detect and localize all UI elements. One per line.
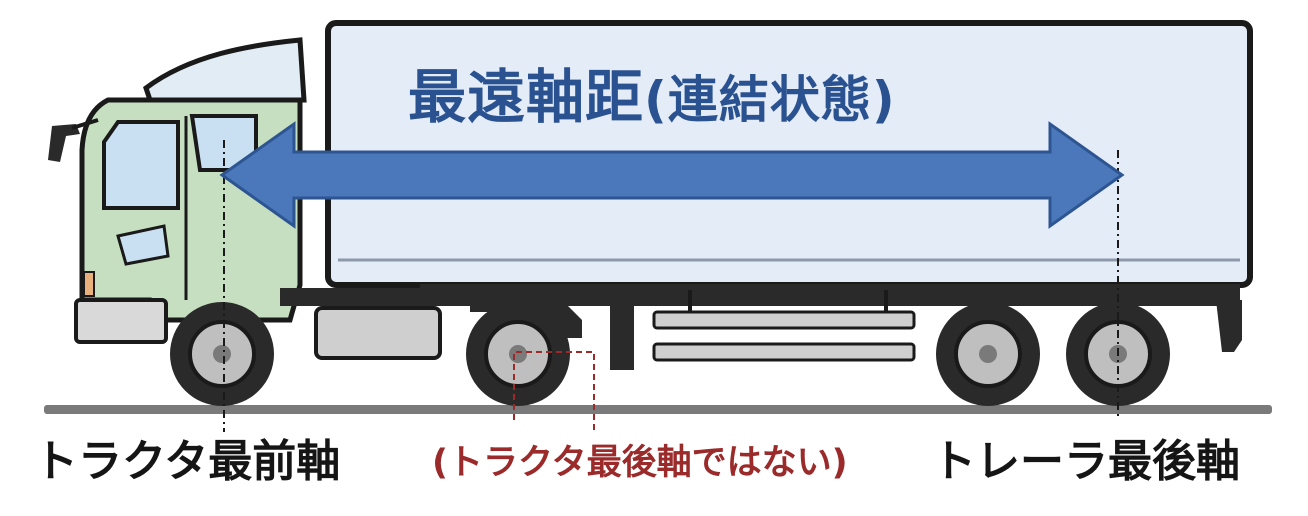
wheel-tractor-rear bbox=[466, 302, 570, 406]
title-sub: (連結状態) bbox=[644, 71, 896, 129]
wheel-tractor-front bbox=[170, 302, 274, 406]
title-main: 最遠軸距 bbox=[408, 63, 645, 131]
mirror-icon bbox=[48, 124, 80, 162]
label-tractor-front-axle: トラクタ最前軸 bbox=[34, 436, 341, 487]
side-guard-lower bbox=[652, 342, 916, 362]
mirror-arm bbox=[71, 118, 99, 130]
roof-fairing bbox=[143, 37, 307, 103]
windshield bbox=[102, 120, 180, 210]
marker-lamp bbox=[83, 271, 95, 297]
label-trailer-rear-axle: トレーラ最後軸 bbox=[932, 436, 1240, 487]
front-bumper bbox=[74, 298, 168, 344]
ground-line bbox=[44, 405, 1272, 414]
side-guard-upper bbox=[652, 310, 916, 330]
landing-gear bbox=[610, 284, 650, 370]
wheels bbox=[170, 302, 1170, 406]
wheel-trailer-front bbox=[936, 302, 1040, 406]
rear-mudflap bbox=[1216, 300, 1242, 352]
tractor-rear-axle-marker bbox=[513, 351, 595, 432]
door-window bbox=[116, 224, 170, 266]
double-headed-arrow-icon bbox=[219, 121, 1125, 229]
diagram-title: 最遠軸距(連結状態) bbox=[408, 68, 896, 126]
fuel-tank bbox=[314, 306, 442, 360]
label-not-tractor-rear-axle: (トラクタ最後軸ではない) bbox=[432, 443, 848, 483]
tractor bbox=[48, 37, 582, 360]
